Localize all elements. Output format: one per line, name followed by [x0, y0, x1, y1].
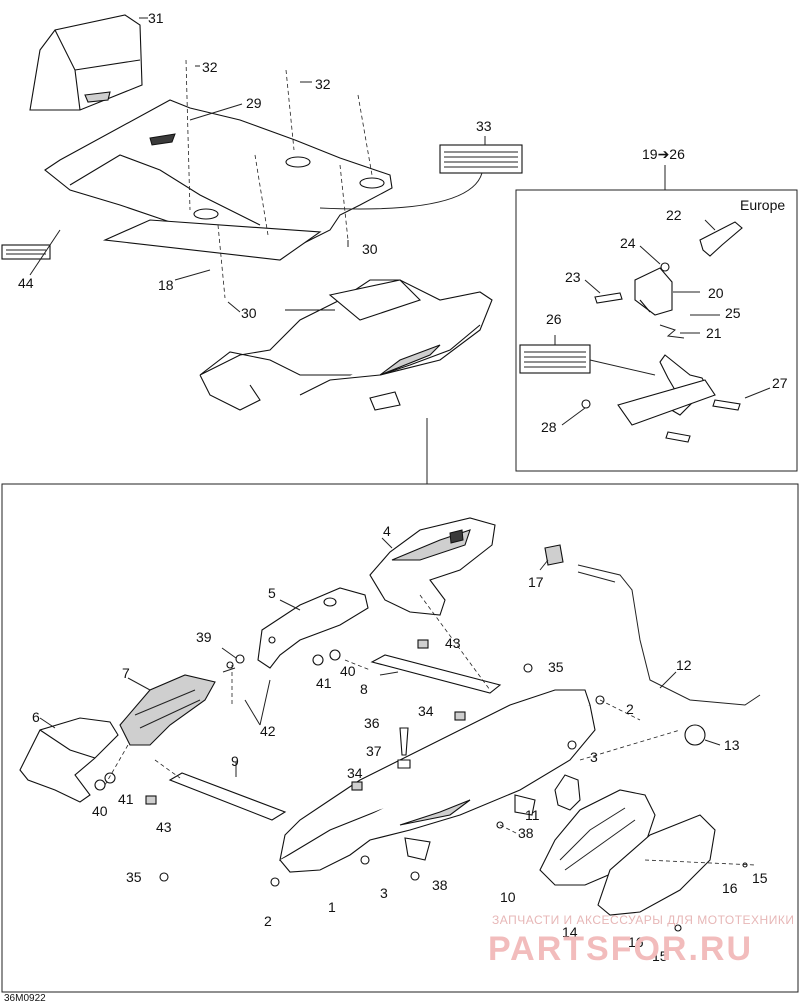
- watermark-logo: PARTSFOR.RU: [488, 930, 753, 968]
- label-8: 8: [360, 681, 368, 697]
- clip-part-22: [699, 221, 743, 257]
- label-42: 42: [260, 723, 276, 739]
- label-3-b: 3: [380, 885, 388, 901]
- label-25: 25: [725, 305, 741, 321]
- label-34-a: 34: [418, 703, 434, 719]
- label-17: 17: [528, 574, 544, 590]
- europe-inset-frame: [515, 189, 798, 472]
- label-39: 39: [196, 629, 212, 645]
- label-18: 18: [158, 277, 174, 293]
- label-32-a: 32: [202, 59, 218, 75]
- spring-part-21: [659, 324, 685, 339]
- lower-detail-frame: [1, 483, 799, 993]
- label-41-b: 41: [118, 791, 134, 807]
- connector-part-17: [544, 544, 564, 566]
- label-29: 29: [246, 95, 262, 111]
- range-label-19-26: 19➔26: [642, 146, 685, 162]
- seat-frame-assembly: [199, 279, 493, 411]
- label-35-b: 35: [126, 869, 142, 885]
- label-43-a: 43: [445, 635, 461, 651]
- label-33: 33: [476, 118, 492, 134]
- watermark-tagline: ЗАПЧАСТИ И АКСЕССУАРЫ ДЛЯ МОТОТЕХНИКИ: [492, 913, 794, 927]
- label-40-b: 40: [92, 803, 108, 819]
- nut-part-28: [581, 399, 591, 409]
- label-15-b: 15: [652, 948, 668, 964]
- warning-label-44: [1, 244, 51, 260]
- warning-label-26: [519, 344, 591, 374]
- label-36: 36: [364, 715, 380, 731]
- label-44: 44: [18, 275, 34, 291]
- label-27: 27: [772, 375, 788, 391]
- label-6: 6: [32, 709, 40, 725]
- watermark: ЗАПЧАСТИ И АКСЕССУАРЫ ДЛЯ МОТОТЕХНИКИ PA…: [488, 913, 794, 968]
- label-30-a: 30: [362, 241, 378, 257]
- diagram-code: 36M0922: [4, 993, 46, 1004]
- part-number-labels: 31 32 32 29 33 44 18 30 30 19➔26 Europe …: [4, 10, 788, 1004]
- bulb-part-13: [684, 724, 706, 746]
- label-35-a: 35: [548, 659, 564, 675]
- label-30-b: 30: [241, 305, 257, 321]
- label-38-b: 38: [432, 877, 448, 893]
- europe-label: Europe: [740, 197, 785, 213]
- bolt-lower-inset: [665, 431, 691, 443]
- label-22: 22: [666, 207, 682, 223]
- cover-part-4: [369, 517, 496, 616]
- label-40-a: 40: [340, 663, 356, 679]
- label-32-b: 32: [315, 76, 331, 92]
- hook-part: [617, 354, 716, 426]
- bolt-part-27: [712, 399, 741, 411]
- label-11: 11: [525, 807, 540, 823]
- label-21: 21: [706, 325, 722, 341]
- label-43-b: 43: [156, 819, 172, 835]
- cover-part-31: [29, 14, 143, 111]
- label-10: 10: [500, 889, 516, 905]
- label-24: 24: [620, 235, 636, 251]
- label-13: 13: [724, 737, 740, 753]
- label-2-b: 2: [264, 913, 272, 929]
- label-5: 5: [268, 585, 276, 601]
- harness-wire-12: [577, 571, 616, 583]
- label-9: 9: [231, 753, 239, 769]
- harness-part-12: [577, 564, 761, 706]
- label-28: 28: [541, 419, 557, 435]
- label-38-a: 38: [518, 825, 534, 841]
- label-20: 20: [708, 285, 724, 301]
- label-3-a: 3: [590, 749, 598, 765]
- label-4: 4: [383, 523, 391, 539]
- main-frame-part-1: [279, 689, 596, 873]
- label-7: 7: [122, 665, 130, 681]
- socket-part-11: [554, 774, 581, 811]
- label-26: 26: [546, 311, 562, 327]
- fasteners-lower: [94, 639, 748, 932]
- bracket-part-5: [257, 587, 369, 669]
- label-31: 31: [148, 10, 164, 26]
- bolt-part-23: [594, 292, 623, 304]
- pad-part-18: [102, 219, 322, 261]
- lens-part-14: [597, 814, 716, 916]
- label-16-b: 16: [628, 934, 644, 950]
- label-1: 1: [328, 899, 336, 915]
- label-23: 23: [565, 269, 581, 285]
- rail-part-9: [168, 772, 287, 821]
- label-34-b: 34: [347, 765, 363, 781]
- bracket-part-7: [119, 674, 216, 746]
- label-41-a: 41: [316, 675, 332, 691]
- label-14: 14: [562, 924, 578, 940]
- label-12: 12: [676, 657, 692, 673]
- cover-part-6: [19, 717, 119, 803]
- bracket-part-20: [634, 267, 673, 316]
- label-16-a: 16: [722, 880, 738, 896]
- label-15-a: 15: [752, 870, 768, 886]
- warning-label-33: [439, 144, 523, 174]
- rail-part-8: [370, 654, 502, 694]
- label-37: 37: [366, 743, 382, 759]
- label-2-a: 2: [626, 701, 634, 717]
- nut-part-24: [660, 262, 670, 272]
